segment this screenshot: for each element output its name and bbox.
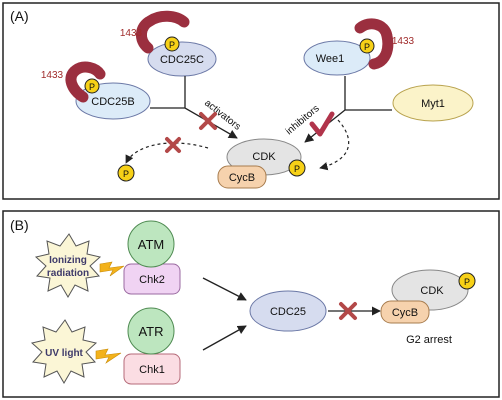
panel-a-label: (A) <box>10 8 29 24</box>
uv-bolt-icon <box>95 348 122 364</box>
atm-chk2-complex: Chk2 ATM <box>123 220 181 295</box>
cdk-label-b: CDK <box>420 285 444 297</box>
cdc25b-14-3-3-protein <box>65 61 106 103</box>
panel-a-frame <box>2 2 500 200</box>
panel-b-frame <box>2 210 500 398</box>
free-phospho-left: P <box>117 164 135 182</box>
svg-text:P: P <box>123 169 129 179</box>
uv-light-burst: UV light <box>30 319 98 384</box>
g2-arrest-label: G2 arrest <box>406 334 452 346</box>
chk1-to-cdc25-arrow <box>202 325 247 351</box>
panel-b-label: (B) <box>10 217 29 233</box>
wee1-14-3-3-protein <box>354 18 394 70</box>
cdc25c-1433-label: 1433 <box>120 28 143 39</box>
wee1-node: Wee1 <box>303 40 371 76</box>
inhibition-dashed-arrow <box>319 119 350 171</box>
activators-connector <box>150 76 237 138</box>
atm-label: ATM <box>138 237 164 252</box>
chk1-label: Chk1 <box>139 364 165 376</box>
release-block-x <box>165 137 181 153</box>
ionizing-label-2: radiation <box>47 268 89 279</box>
atr-chk1-complex: Chk1 ATR <box>123 307 181 385</box>
svg-text:P: P <box>364 42 370 52</box>
cdc25-block-x <box>339 302 357 320</box>
cdc25b-1433-label: 1433 <box>41 70 64 81</box>
ionizing-radiation-burst: Ionizing radiation <box>34 233 102 298</box>
cdk-complex-b: CDK CycB P <box>380 269 476 324</box>
chk2-label: Chk2 <box>139 274 165 286</box>
svg-text:P: P <box>89 82 95 92</box>
svg-text:P: P <box>169 40 175 50</box>
cdc25-label-b: CDC25 <box>270 306 306 318</box>
cycb-label-b: CycB <box>392 307 418 319</box>
cdk-phospho-b: P <box>464 277 470 287</box>
myt1-node: Myt1 <box>392 84 474 122</box>
wee1-label: Wee1 <box>316 53 345 65</box>
inhibitors-check-mark <box>309 111 335 137</box>
cdk-label-a: CDK <box>252 151 276 163</box>
cdc25b-phospho: P <box>84 78 100 94</box>
cycb-label-a: CycB <box>229 172 255 184</box>
wee1-phospho: P <box>359 38 375 54</box>
cdc25c-phospho: P <box>164 36 180 52</box>
cdc25-node-b: CDC25 <box>249 290 327 332</box>
cdc25c-label: CDC25C <box>160 54 204 66</box>
cdc25c-14-3-3-protein <box>136 10 190 54</box>
uv-label: UV light <box>45 348 83 359</box>
ionizing-bolt-icon <box>99 261 125 277</box>
cdc25b-label: CDC25B <box>91 96 134 108</box>
atr-label: ATR <box>138 324 163 339</box>
myt1-label: Myt1 <box>421 98 445 110</box>
activators-label: activators <box>202 98 242 133</box>
cdk-complex-a: CDK CycB P <box>217 138 306 189</box>
ionizing-label-1: Ionizing <box>49 255 87 266</box>
cdc25c-node: CDC25C <box>147 41 217 77</box>
activators-block-x <box>199 112 217 130</box>
cdk-phospho-a: P <box>294 164 300 174</box>
chk2-to-cdc25-arrow <box>202 277 247 301</box>
wee1-1433-label: 1433 <box>392 36 415 47</box>
